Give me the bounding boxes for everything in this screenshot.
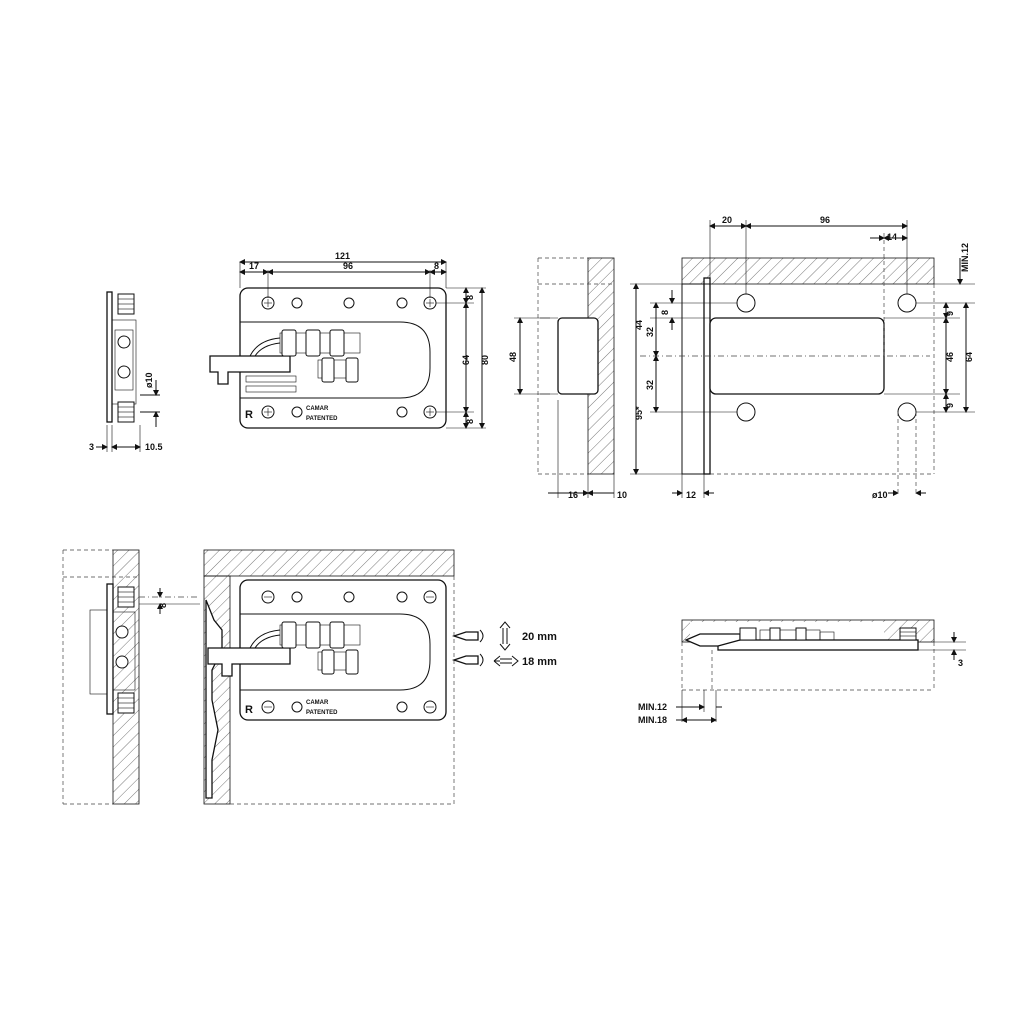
side-dia-label: ø10 — [144, 372, 154, 388]
screwdriver-icon — [451, 655, 479, 665]
plan-view: 3 MIN.12 MIN.18 — [638, 619, 966, 725]
drill-dim-r46: 46 — [945, 352, 955, 362]
drill-dim-b: 96 — [820, 215, 830, 225]
section-dim-w1: 16 — [568, 490, 578, 500]
adjust-horizontal-label: 18 mm — [522, 656, 557, 668]
mount-side-mark: R — [245, 704, 253, 716]
rotate-icon — [479, 629, 484, 643]
front-holes — [261, 296, 437, 419]
drill-dim-r9a: 9 — [945, 311, 955, 316]
drill-dim-v44: 44 — [634, 320, 644, 330]
rotate-icon — [479, 653, 484, 667]
drill-dim-r64: 64 — [964, 352, 974, 362]
front-dim-vspacing: 64 — [461, 355, 471, 365]
drill-dim-bot12: 12 — [686, 490, 696, 500]
front-dim-spacing: 96 — [343, 261, 353, 271]
front-dim-bottom: 8 — [465, 419, 475, 424]
section-dim-h: 48 — [508, 352, 518, 362]
drill-dim-c: 14 — [887, 232, 897, 242]
front-patented: PATENTED — [306, 416, 338, 422]
mount-patented: PATENTED — [306, 710, 338, 716]
adjust-vertical-label: 20 mm — [522, 631, 557, 643]
mount-dim-8: 8 — [158, 603, 168, 608]
mount-view: R CAMAR PATENTED 20 mm 18 mm — [203, 549, 557, 805]
adjust-legend: 20 mm 18 mm — [451, 621, 557, 668]
section-dim-w2: 10 — [617, 490, 627, 500]
front-dim-left: 17 — [249, 261, 259, 271]
drilling-view: 20 96 14 MIN.12 9 46 9 64 95* 44 8 — [630, 215, 975, 500]
side-installed-view: 8 — [62, 549, 200, 805]
drill-dim-min: MIN.12 — [960, 243, 970, 272]
front-dim-total: 121 — [335, 251, 350, 261]
drill-dim-a: 20 — [722, 215, 732, 225]
front-side-mark: R — [245, 409, 253, 421]
drill-dim-v32b: 32 — [645, 380, 655, 390]
drill-dim-r9b: 9 — [945, 403, 955, 408]
front-dim-right: 8 — [434, 261, 439, 271]
plan-dim-3: 3 — [958, 658, 963, 668]
mount-brand: CAMAR — [306, 700, 329, 706]
side-dim-10-5: 10.5 — [145, 442, 163, 452]
front-view: R CAMAR PATENTED 121 17 96 8 8 64 8 80 — [209, 251, 490, 429]
horizontal-arrow-icon — [493, 655, 519, 667]
drill-dim-v32a: 32 — [645, 327, 655, 337]
front-mechanism — [209, 329, 361, 393]
side-view: ø10 3 10.5 — [89, 291, 163, 452]
vertical-arrow-icon — [499, 621, 511, 651]
plan-dim-min18: MIN.18 — [638, 715, 667, 725]
drill-dim-v95: 95* — [634, 406, 644, 420]
screwdriver-icon — [451, 631, 479, 641]
side-dim-3: 3 — [89, 442, 94, 452]
front-dim-top: 8 — [465, 295, 475, 300]
drill-dim-bot-dia: ø10 — [872, 490, 888, 500]
front-brand: CAMAR — [306, 406, 329, 412]
plan-dim-min12: MIN.12 — [638, 702, 667, 712]
section-view: 48 16 10 — [508, 257, 627, 500]
drill-dim-v8: 8 — [660, 310, 670, 315]
front-dim-height: 80 — [480, 355, 490, 365]
